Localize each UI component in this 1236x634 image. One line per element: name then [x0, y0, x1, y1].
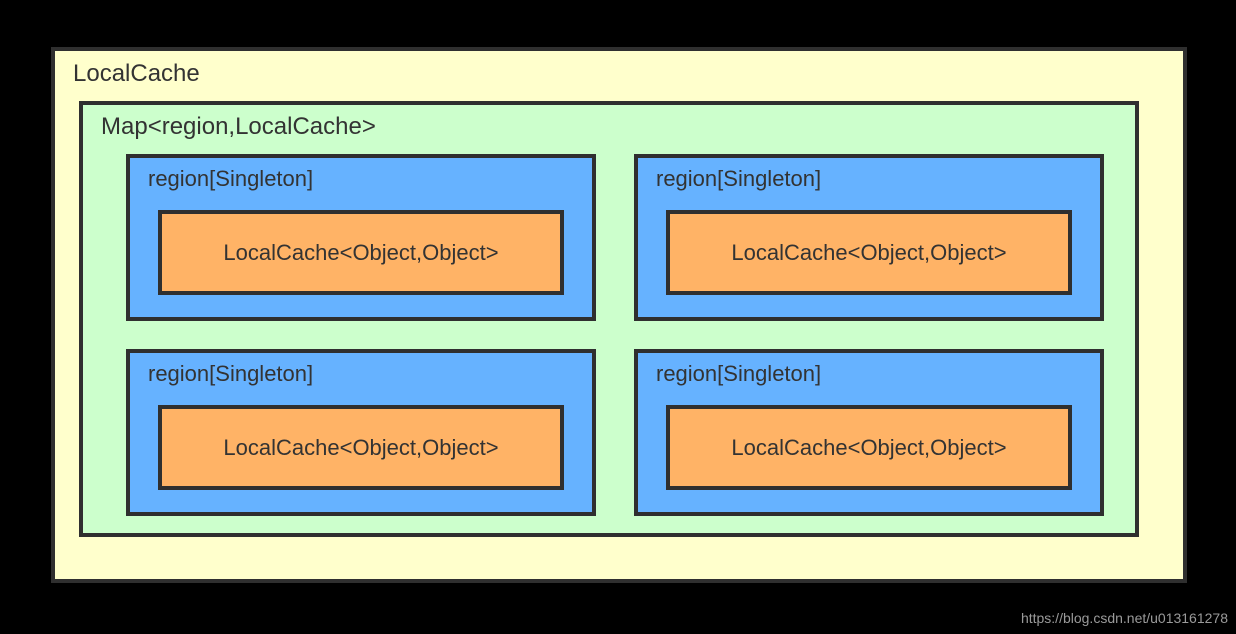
region-title-2: region[Singleton]: [656, 166, 822, 191]
local-cache-object-label-4: LocalCache<Object,Object>: [731, 434, 1007, 460]
local-cache-object-box-2: LocalCache<Object,Object>: [666, 210, 1072, 295]
region-box-2: region[Singleton] LocalCache<Object,Obje…: [634, 154, 1104, 321]
region-title-3: region[Singleton]: [148, 361, 314, 386]
local-cache-object-box-3: LocalCache<Object,Object>: [158, 405, 564, 490]
local-cache-object-box-4: LocalCache<Object,Object>: [666, 405, 1072, 490]
map-title: Map<region,LocalCache>: [101, 113, 376, 140]
region-title-1: region[Singleton]: [148, 166, 314, 191]
local-cache-object-label-1: LocalCache<Object,Object>: [223, 239, 499, 265]
region-title-4: region[Singleton]: [656, 361, 822, 386]
local-cache-title: LocalCache: [73, 60, 200, 87]
local-cache-object-label-2: LocalCache<Object,Object>: [731, 239, 1007, 265]
region-box-3: region[Singleton] LocalCache<Object,Obje…: [126, 349, 596, 516]
region-box-1: region[Singleton] LocalCache<Object,Obje…: [126, 154, 596, 321]
local-cache-object-label-3: LocalCache<Object,Object>: [223, 434, 499, 460]
region-box-4: region[Singleton] LocalCache<Object,Obje…: [634, 349, 1104, 516]
local-cache-object-box-1: LocalCache<Object,Object>: [158, 210, 564, 295]
region-grid: region[Singleton] LocalCache<Object,Obje…: [126, 154, 1104, 516]
local-cache-outer-box: LocalCache Map<region,LocalCache> region…: [51, 47, 1187, 583]
watermark: https://blog.csdn.net/u013161278: [1020, 610, 1228, 626]
map-region-localcache-box: Map<region,LocalCache> region[Singleton]…: [79, 101, 1139, 537]
